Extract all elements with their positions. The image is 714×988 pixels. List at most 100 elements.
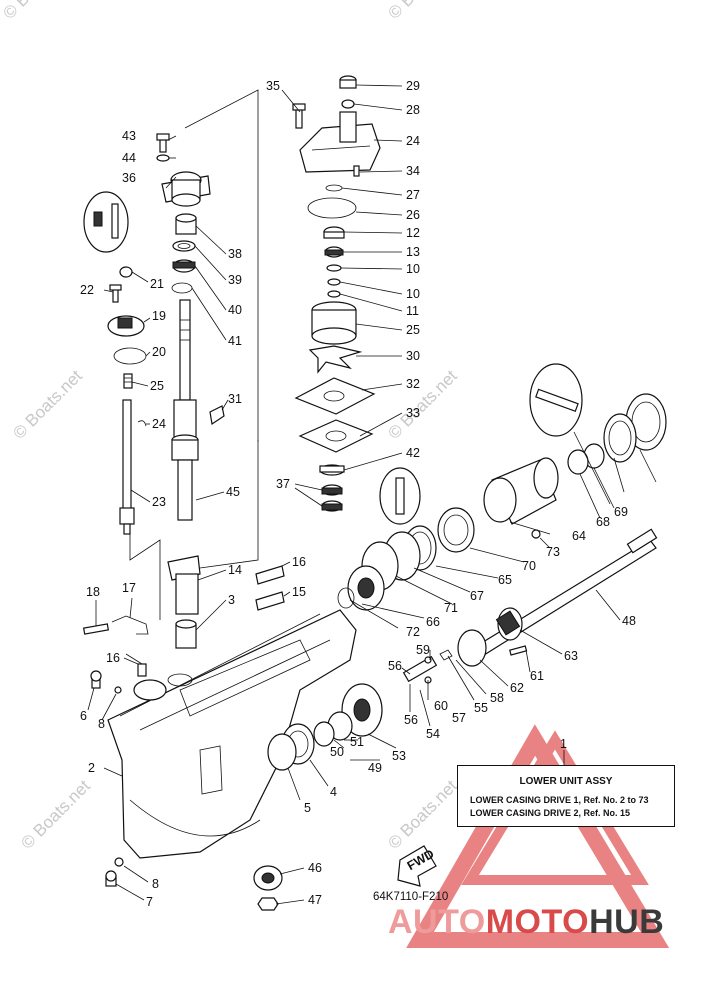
callout-61: 63 bbox=[564, 649, 578, 663]
callout-30: 28 bbox=[406, 103, 420, 117]
callout-47: 45 bbox=[226, 485, 240, 499]
callout-23: 23 bbox=[152, 495, 166, 509]
callout-64: 66 bbox=[426, 615, 440, 629]
callout-8b: 8 bbox=[152, 877, 159, 891]
callout-38: 36 bbox=[122, 171, 136, 185]
callout-69: 71 bbox=[444, 601, 458, 615]
callout-70: 72 bbox=[406, 625, 420, 639]
callout-36: 34 bbox=[406, 164, 420, 178]
callout-49: 47 bbox=[308, 893, 322, 907]
callout-62: 64 bbox=[572, 529, 586, 543]
callout-56b: 56 bbox=[404, 713, 418, 727]
callout-28: 26 bbox=[406, 208, 420, 222]
watermark-right: © Boats.net bbox=[384, 366, 461, 443]
drive-shaft-group bbox=[156, 133, 225, 649]
callout-52: 48 bbox=[622, 614, 636, 628]
callout-59: 61 bbox=[530, 669, 544, 683]
watermark-bottom-left: © Boats.net bbox=[17, 776, 94, 853]
callout-63: 65 bbox=[498, 573, 512, 587]
callout-58a: 59 bbox=[416, 643, 430, 657]
brand-wordmark[interactable]: AUTOMOTOHUB bbox=[388, 903, 664, 942]
assembly-info-box: LOWER UNIT ASSY LOWER CASING DRIVE 1, Re… bbox=[457, 765, 675, 827]
callout-24: 24 bbox=[152, 417, 166, 431]
callout-16: 16 bbox=[106, 651, 120, 665]
callout-21: 21 bbox=[150, 277, 164, 291]
callout-10b: 11 bbox=[406, 304, 419, 318]
callout-51b: 51 bbox=[350, 735, 364, 749]
callout-2: 2 bbox=[88, 761, 95, 775]
callout-35: 33 bbox=[406, 406, 420, 420]
callout-68: 70 bbox=[522, 559, 536, 573]
callout-41: 39 bbox=[228, 273, 242, 287]
callout-57b: 58 bbox=[490, 691, 504, 705]
callout-10a: 10 bbox=[406, 262, 420, 276]
watermark-left: © Boats.net bbox=[9, 366, 86, 443]
fwd-arrow: FWD bbox=[397, 845, 437, 887]
brand-part-hub: HUB bbox=[589, 903, 665, 941]
leader-lines bbox=[87, 84, 657, 905]
callout-46: 44 bbox=[122, 151, 136, 165]
callout-56a: 56 bbox=[388, 659, 402, 673]
assembly-guide-lines bbox=[129, 89, 259, 620]
callout-60: 62 bbox=[510, 681, 524, 695]
callout-13: 14 bbox=[228, 563, 242, 577]
callout-9: 10 bbox=[406, 287, 420, 301]
callout-57a: 57 bbox=[452, 711, 466, 725]
callout-15: 16 bbox=[292, 555, 306, 569]
callout-53: 53 bbox=[392, 749, 406, 763]
callout-29: 27 bbox=[406, 188, 420, 202]
callout-5: 5 bbox=[304, 801, 311, 815]
callout-27: 25 bbox=[406, 323, 420, 337]
callout-26: 24 bbox=[406, 134, 420, 148]
callout-6: 6 bbox=[80, 709, 87, 723]
callout-4: 4 bbox=[330, 785, 337, 799]
callout-66: 68 bbox=[596, 515, 610, 529]
callout-19: 19 bbox=[152, 309, 166, 323]
callout-1: 1 bbox=[560, 737, 567, 751]
callout-51a: 50 bbox=[330, 745, 344, 759]
callout-43: 41 bbox=[228, 334, 242, 348]
callout-40: 38 bbox=[228, 247, 242, 261]
watermark-top-right: © Boats.net bbox=[384, 0, 461, 23]
callout-31: 29 bbox=[406, 79, 420, 93]
callout-71: 73 bbox=[546, 545, 560, 559]
callout-7: 7 bbox=[146, 895, 153, 909]
callout-25: 25 bbox=[150, 379, 164, 393]
callout-55: 55 bbox=[474, 701, 488, 715]
drawing-code: 64K7110-F210 bbox=[373, 891, 449, 903]
watermark-top-left: © Boats.net bbox=[0, 0, 76, 23]
assembly-title: LOWER UNIT ASSY bbox=[519, 776, 613, 787]
callout-50: 49 bbox=[368, 761, 382, 775]
callout-44: 42 bbox=[406, 446, 420, 460]
callout-3: 3 bbox=[228, 593, 235, 607]
callout-65: 67 bbox=[470, 589, 484, 603]
propeller-shaft-group bbox=[253, 363, 667, 911]
lower-casing bbox=[90, 609, 357, 887]
callout-42: 40 bbox=[228, 303, 242, 317]
callout-48: 46 bbox=[308, 861, 322, 875]
callout-12: 13 bbox=[406, 245, 420, 259]
callout-22: 22 bbox=[80, 283, 94, 297]
callout-54: 54 bbox=[426, 727, 440, 741]
callout-39: 37 bbox=[276, 477, 290, 491]
assembly-line-1: LOWER CASING DRIVE 1, Ref. No. 2 to 73 bbox=[470, 795, 649, 805]
callout-67: 69 bbox=[614, 505, 628, 519]
callout-17: 17 bbox=[122, 581, 136, 595]
callout-33: 31 bbox=[228, 392, 242, 406]
callout-14: 15 bbox=[292, 585, 306, 599]
shift-rod-group bbox=[82, 191, 149, 677]
callout-labels: 29 28 24 34 27 26 12 13 10 10 11 25 30 3… bbox=[80, 79, 636, 909]
brand-part-auto: AUTO bbox=[388, 903, 486, 941]
water-pump-group bbox=[292, 75, 421, 525]
watermark-bottom-right: © Boats.net bbox=[384, 776, 461, 853]
callout-32: 30 bbox=[406, 349, 420, 363]
callout-45: 43 bbox=[122, 129, 136, 143]
callout-37: 35 bbox=[266, 79, 280, 93]
callout-58b: 60 bbox=[434, 699, 448, 713]
callout-8a: 8 bbox=[98, 717, 105, 731]
brand-part-moto: MOTO bbox=[485, 903, 590, 941]
key-parts bbox=[255, 565, 285, 611]
assembly-line-2: LOWER CASING DRIVE 2, Ref. No. 15 bbox=[470, 808, 631, 818]
callout-20: 20 bbox=[152, 345, 166, 359]
